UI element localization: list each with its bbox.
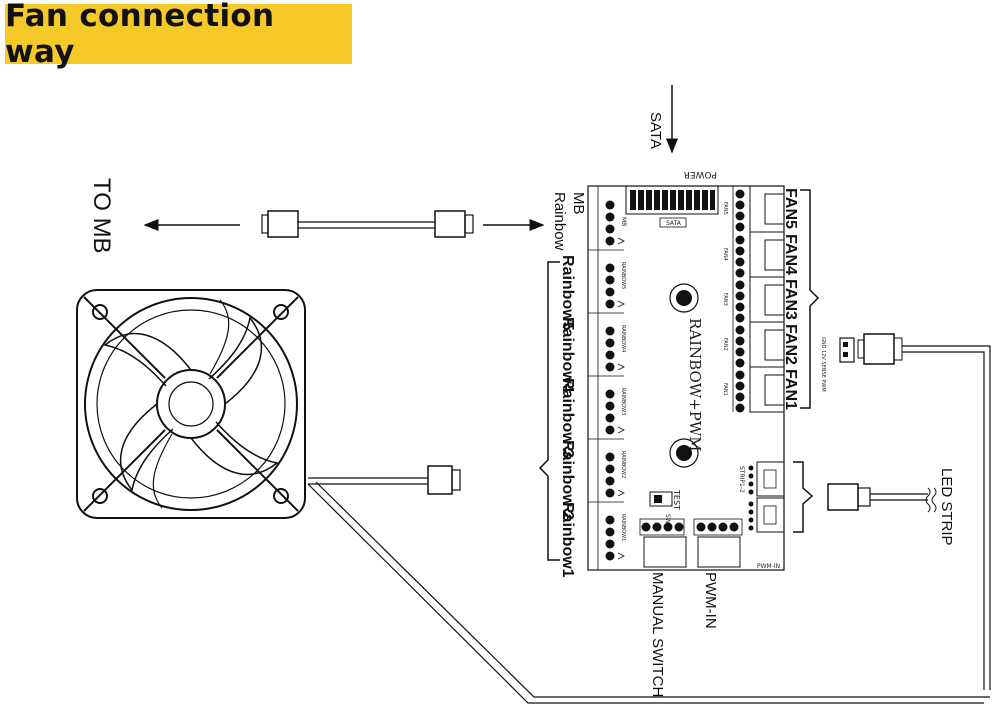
sata-small-label: SATA: [666, 220, 682, 227]
rainbow-brace: [538, 261, 560, 561]
fan2-label: FAN2: [782, 324, 799, 365]
manual-switch-label: MANUAL SWITCH: [649, 572, 666, 697]
led-strip-connector: [827, 483, 937, 513]
rainbow5-small-label: RAINBOW5: [620, 262, 626, 289]
test-label: TEST: [672, 489, 681, 510]
fan5-label: FAN5: [782, 188, 799, 229]
mount-hole-bottom: [669, 438, 699, 468]
strip-brace: [793, 461, 814, 533]
title-banner: Fan connection way: [5, 0, 352, 70]
page-title: Fan connection way: [5, 0, 275, 70]
rainbow3-small-label: RAINBOW3: [620, 388, 626, 415]
rainbow2-label: Rainbow 2: [559, 440, 576, 520]
sw-small-label: SW: [664, 514, 671, 524]
strip-small-label: STRIP1-2: [738, 466, 745, 493]
mount-hole-top: [669, 283, 699, 313]
fan-pin-label: GND 12V SENSE PWM: [820, 337, 826, 392]
fan1-small-label: FAN1: [722, 383, 728, 396]
rainbow-headers: [588, 186, 625, 570]
fan-cable: [307, 465, 990, 704]
fan4-label: FAN4: [782, 234, 799, 275]
fan1-label: FAN1: [782, 369, 799, 410]
sata-label: SATA: [647, 112, 664, 149]
power-label: POWER: [684, 169, 717, 179]
led-strip-label: LED STRIP: [938, 468, 955, 546]
fan3-label: FAN3: [782, 279, 799, 320]
to-mb-label: TO MB: [88, 178, 115, 254]
rainbow5-label: Rainbow5: [559, 255, 576, 331]
rainbow3-label: Rainbow 3: [559, 378, 576, 458]
mb-cable: [261, 210, 474, 238]
fan-illustration: [76, 289, 306, 519]
fan-cable-connector: [839, 333, 991, 690]
rainbow2-small-label: RAINBOW2: [620, 451, 626, 478]
rainbow4-small-label: RAINBOW4: [620, 325, 626, 352]
mb-label: MB: [570, 192, 587, 215]
test-switch: [649, 491, 673, 507]
fan-headers: [732, 185, 785, 413]
mb-small-label: MB: [620, 217, 627, 226]
fan2-small-label: FAN2: [722, 338, 728, 351]
fan4-small-label: FAN4: [722, 248, 728, 261]
strip-headers: [748, 461, 785, 533]
mb-rainbow-label: Rainbow: [551, 192, 568, 251]
fan5-small-label: FAN5: [722, 202, 728, 215]
pwm-in-label: PWM-IN: [702, 572, 719, 629]
controller-board: [587, 185, 785, 571]
bottom-headers: [639, 518, 743, 568]
fan-brace: [800, 189, 820, 409]
rainbow4-label: Rainbow4: [559, 317, 576, 393]
board-name: RAINBOW+PWM: [686, 318, 704, 452]
rainbow1-label: Rainbow1: [559, 502, 576, 578]
rainbow1-small-label: RAINBOW1: [620, 514, 626, 541]
fan3-small-label: FAN3: [722, 293, 728, 306]
pwm-in-small-label: PWM-IN: [757, 563, 780, 570]
